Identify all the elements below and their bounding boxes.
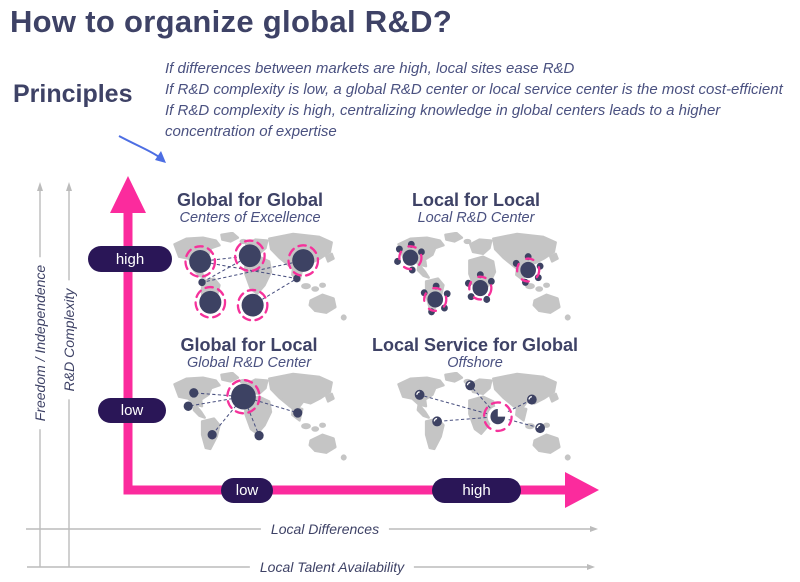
link-line [200,260,297,280]
pink-dashed-ring-icon [226,378,261,415]
quadrant-subtitle-local-rd-center: Local R&D Center [417,210,535,226]
principle-line-2: If R&D complexity is low, a global R&D c… [165,81,783,98]
site-dot-icon [198,278,206,287]
pink-dashed-ring-icon [236,288,269,322]
site-dot-icon [465,380,476,391]
site-dot-icon [487,277,495,285]
world-map-figure [397,372,571,461]
pink-dashed-ring-icon [482,401,513,433]
site-dot-icon [483,295,491,303]
site-dot-icon [199,290,222,314]
site-dot-icon [189,250,212,273]
pie-chart-icon [490,409,506,425]
pink-dashed-ring-icon [398,245,423,271]
pink-dashed-ring-icon [194,285,227,319]
world-map [173,372,347,461]
pill-vertical-high: high [88,246,172,272]
world-map-figure [173,372,347,461]
world-map [397,372,571,461]
site-dot-icon [414,389,425,400]
site-dot-icon [238,244,261,268]
site-dot-icon [467,293,475,301]
pink-dashed-ring-icon [184,245,217,278]
quadrant-title-local-for-local: Local for Local [411,190,541,210]
site-dot-icon [293,408,303,418]
pill-vertical-low: low [98,398,166,423]
world-map-figure [394,232,571,321]
quadrant-subtitle-centers-of-excellence: Centers of Excellence [179,210,321,226]
blue-curved-arrow-icon [118,135,166,163]
site-dot-icon [241,293,264,317]
clock-arc-icon [466,381,471,386]
site-dot-icon [441,304,448,312]
site-dot-icon [526,394,537,405]
axis-label-local-differences: Local Differences [260,521,390,537]
site-dot-icon [293,274,301,283]
world-map-figure [173,232,347,322]
pink-dashed-ring-icon [515,257,541,283]
pill-horizontal-low: low [221,478,273,503]
quadrant-subtitle-offshore: Offshore [447,355,503,371]
quadrant-title-global-for-global: Global for Global [176,190,324,210]
clock-arc-icon [433,417,438,422]
map-global-for-local [168,372,352,467]
site-dot-icon [183,401,193,411]
quadrant-subtitle-global-rd-center: Global R&D Center [186,355,312,371]
quadrant-title-local-service-for-global: Local Service for Global [371,335,579,355]
axis-label-freedom-independence: Freedom / Independence [30,256,50,430]
site-dot-icon [427,291,444,308]
site-dot-icon [535,423,545,434]
site-dot-icon [231,383,256,410]
pink-dashed-ring-icon [423,286,448,313]
link-line [201,255,251,283]
site-dot-icon [418,248,425,256]
clock-arc-icon [536,424,541,429]
map-global-for-global [168,232,352,327]
map-local-service-for-global [392,372,576,467]
pink-dashed-ring-icon [287,244,320,277]
principle-line-1: If differences between markets are high,… [165,60,575,77]
site-dot-icon [402,249,419,266]
axis-label-local-talent-availability: Local Talent Availability [249,559,415,575]
link-line [243,396,298,414]
map-local-for-local [392,232,576,327]
clock-arc-icon [416,391,420,395]
link-line [437,416,498,422]
gray-axis-arrowheads [37,182,598,570]
link-line [188,396,244,407]
site-dot-icon [254,430,264,441]
site-dot-icon [189,388,199,398]
site-dot-icon [292,249,315,272]
site-dot-icon [472,279,489,297]
axis-label-rd-complexity: R&D Complexity [59,280,79,400]
site-dot-icon [207,429,217,440]
clock-arc-icon [528,396,532,400]
quadrant-title-global-for-local: Global for Local [180,335,318,355]
site-dot-icon [432,416,442,427]
page-title: How to organize global R&D? [10,4,453,39]
pink-dashed-ring-icon [468,275,493,301]
pink-axis-arrowhead-right [565,472,599,508]
pink-axis-arrowhead-up [110,176,146,213]
principles-text: If differences between markets are high,… [165,58,800,142]
site-dot-icon [520,261,536,279]
principle-line-3: If R&D complexity is high, centralizing … [165,102,721,140]
site-dot-icon [443,290,451,298]
pill-horizontal-high: high [432,478,521,503]
principles-label: Principles [13,80,133,108]
pink-axis [110,176,599,508]
pink-dashed-ring-icon [234,239,266,273]
